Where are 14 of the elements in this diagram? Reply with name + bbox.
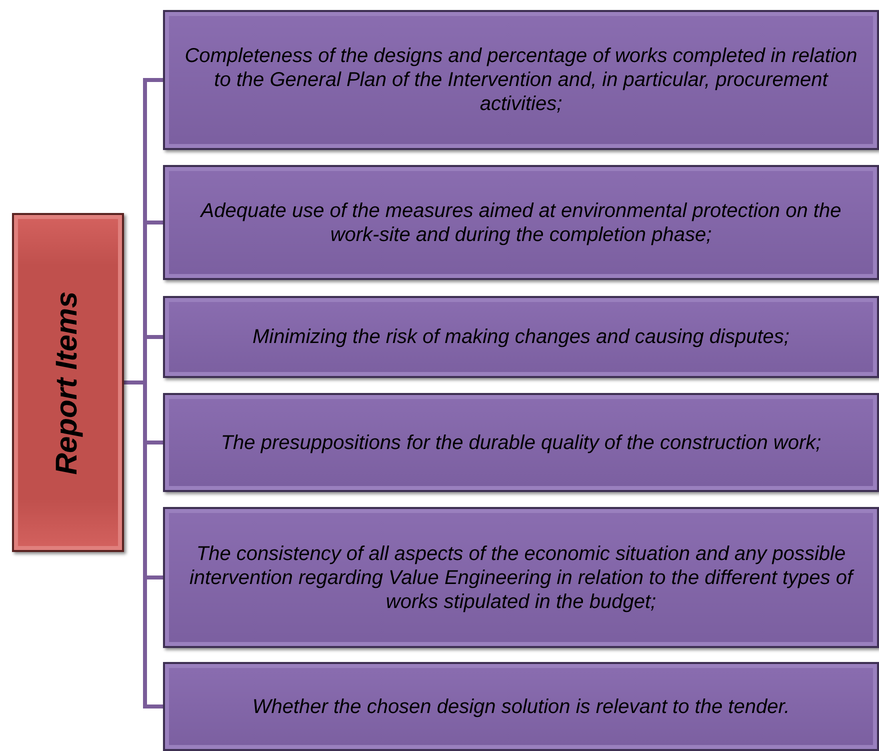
- item-text: Whether the chosen design solution is relevant to the tender.: [251, 694, 791, 718]
- item-box: [163, 165, 879, 280]
- item-box: [163, 10, 879, 150]
- item-box: [163, 662, 879, 751]
- category-box: [12, 213, 124, 552]
- item-box: [163, 296, 879, 378]
- item-text: The presuppositions for the durable quality of the construction work;: [220, 430, 822, 454]
- item-text: The consistency of all aspects of the economic situation and any possible intervention regarding Value Engineering in relation to the different types of works stipulated in the budget;: [188, 542, 856, 614]
- item-box: [163, 393, 879, 492]
- item-text: Completeness of the designs and percentage of works completed in relation to the General Plan of the Intervention and, in particular, procurement activities;: [184, 44, 858, 116]
- category-label: Report Items: [51, 290, 85, 474]
- item-box: [163, 507, 879, 648]
- item-text: Minimizing the risk of making changes and causing disputes;: [252, 325, 790, 349]
- item-text: Adequate use of the measures aimed at environmental protection on the work-site and during the completion phase;: [198, 198, 842, 246]
